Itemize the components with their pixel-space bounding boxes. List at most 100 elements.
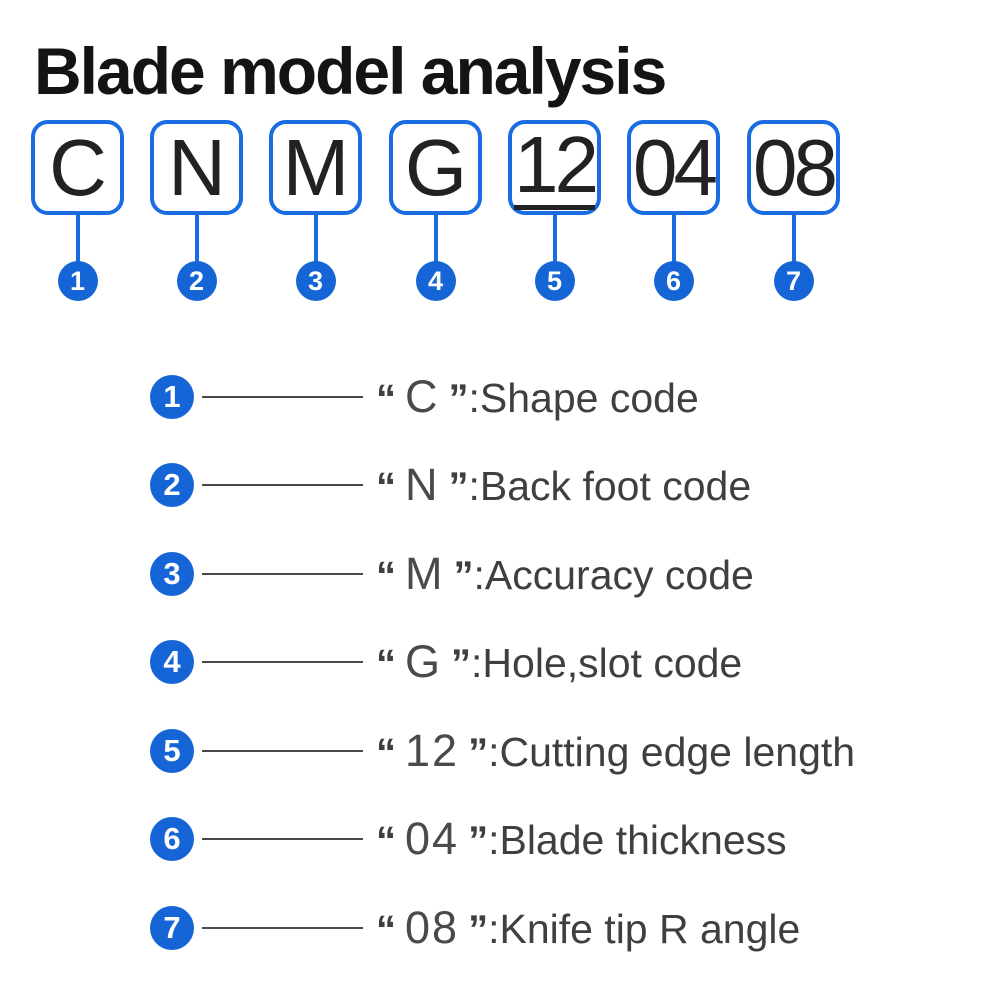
- open-quote: “: [376, 465, 396, 509]
- legend-badge-1-label: 1: [163, 379, 181, 414]
- index-circle-1-label: 1: [69, 265, 86, 296]
- index-circle-6: 6: [653, 261, 694, 301]
- legend-badge-3: 3: [150, 552, 194, 596]
- code-box-tipangle-label: 08: [753, 122, 838, 212]
- code-box-accuracy: M: [269, 120, 362, 215]
- open-quote: “: [376, 642, 396, 686]
- close-quote: ”: [468, 819, 489, 863]
- code-box-backfoot: N: [150, 120, 243, 215]
- open-quote: “: [376, 908, 396, 952]
- legend-text-5: “12”:Cutting edge length: [376, 725, 855, 777]
- legend-text-2: “N”:Back foot code: [376, 459, 751, 511]
- colon: :: [468, 375, 480, 421]
- code-box-edgelength: 12: [508, 120, 601, 215]
- colon: :: [468, 463, 480, 509]
- index-circle-2-label: 2: [188, 265, 205, 296]
- connector-line-6: [671, 213, 676, 263]
- close-quote: ”: [451, 642, 472, 686]
- legend-description-6: Blade thickness: [499, 817, 787, 863]
- legend-row-7: 7 “08”:Knife tip R angle: [150, 902, 930, 953]
- legend-connector-6: [202, 838, 363, 840]
- code-box-shape-label: C: [49, 122, 107, 212]
- close-quote: ”: [448, 465, 469, 509]
- legend-code-6: 04: [405, 813, 460, 864]
- connector-line-7: [791, 213, 796, 263]
- legend-text-1: “C”:Shape code: [376, 371, 699, 423]
- legend-text-6: “04”:Blade thickness: [376, 813, 787, 865]
- legend-badge-4: 4: [150, 640, 194, 684]
- connector-line-3: [313, 213, 318, 263]
- legend-badge-7-label: 7: [163, 910, 181, 945]
- legend-text-4: “G”:Hole,slot code: [376, 636, 742, 688]
- legend-badge-3-label: 3: [163, 556, 181, 591]
- index-circle-4-label: 4: [427, 265, 444, 296]
- legend-row-6: 6 “04”:Blade thickness: [150, 813, 930, 864]
- code-box-holeslot: G: [389, 120, 482, 215]
- legend-connector-4: [202, 661, 363, 663]
- open-quote: “: [376, 731, 396, 775]
- close-quote: ”: [448, 377, 469, 421]
- close-quote: ”: [468, 731, 489, 775]
- code-box-tipangle: 08: [747, 120, 840, 215]
- legend-row-5: 5 “12”:Cutting edge length: [150, 725, 930, 776]
- page-title: Blade model analysis: [34, 34, 667, 108]
- legend-badge-6-label: 6: [163, 821, 181, 856]
- legend-connector-3: [202, 573, 363, 575]
- connector-line-5: [552, 213, 557, 263]
- code-box-accuracy-label: M: [282, 122, 350, 212]
- index-circle-7-label: 7: [785, 265, 802, 296]
- code-box-thickness-label: 04: [633, 122, 718, 212]
- legend-badge-6: 6: [150, 817, 194, 861]
- colon: :: [488, 817, 500, 863]
- connector-line-2: [194, 213, 199, 263]
- legend-code-4: G: [405, 636, 443, 687]
- legend-badge-2: 2: [150, 463, 194, 507]
- legend-connector-7: [202, 927, 363, 929]
- index-circle-5: 5: [534, 261, 575, 301]
- legend-description-3: Accuracy code: [484, 552, 754, 598]
- index-circle-2: 2: [176, 261, 217, 301]
- index-circle-7: 7: [773, 261, 814, 301]
- legend-code-1: C: [405, 371, 440, 422]
- legend-code-5: 12: [405, 725, 460, 776]
- legend-connector-2: [202, 484, 363, 486]
- colon: :: [473, 552, 485, 598]
- close-quote: ”: [453, 554, 474, 598]
- index-circle-6-label: 6: [665, 265, 682, 296]
- legend-row-2: 2 “N”:Back foot code: [150, 459, 930, 510]
- legend-description-2: Back foot code: [479, 463, 752, 509]
- legend-row-1: 1 “C”:Shape code: [150, 371, 930, 422]
- index-circle-4: 4: [415, 261, 456, 301]
- colon: :: [471, 640, 483, 686]
- code-box-holeslot-label: G: [404, 122, 467, 212]
- legend-row-4: 4 “G”:Hole,slot code: [150, 636, 930, 687]
- code-box-shape: C: [31, 120, 124, 215]
- legend-description-7: Knife tip R angle: [499, 906, 801, 952]
- index-circle-1: 1: [57, 261, 98, 301]
- open-quote: “: [376, 819, 396, 863]
- legend-badge-7: 7: [150, 906, 194, 950]
- legend-code-3: M: [405, 548, 445, 599]
- connector-line-4: [433, 213, 438, 263]
- legend-connector-5: [202, 750, 363, 752]
- legend-badge-4-label: 4: [163, 644, 181, 679]
- legend-text-7: “08”:Knife tip R angle: [376, 902, 800, 954]
- legend-badge-1: 1: [150, 375, 194, 419]
- open-quote: “: [376, 554, 396, 598]
- connector-line-1: [75, 213, 80, 263]
- legend-text-3: “M”:Accuracy code: [376, 548, 754, 600]
- legend-description-4: Hole,slot code: [482, 640, 743, 686]
- code-box-backfoot-label: N: [168, 122, 226, 212]
- code-box-thickness: 04: [627, 120, 720, 215]
- legend-code-2: N: [405, 459, 440, 510]
- colon: :: [488, 729, 500, 775]
- legend-connector-1: [202, 396, 363, 398]
- legend-code-7: 08: [405, 902, 460, 953]
- legend-description-1: Shape code: [479, 375, 699, 421]
- index-circle-5-label: 5: [546, 265, 563, 296]
- legend-description-5: Cutting edge length: [499, 729, 856, 775]
- legend-badge-5: 5: [150, 729, 194, 773]
- legend-row-3: 3 “M”:Accuracy code: [150, 548, 930, 599]
- code-box-edgelength-label: 12: [514, 120, 599, 210]
